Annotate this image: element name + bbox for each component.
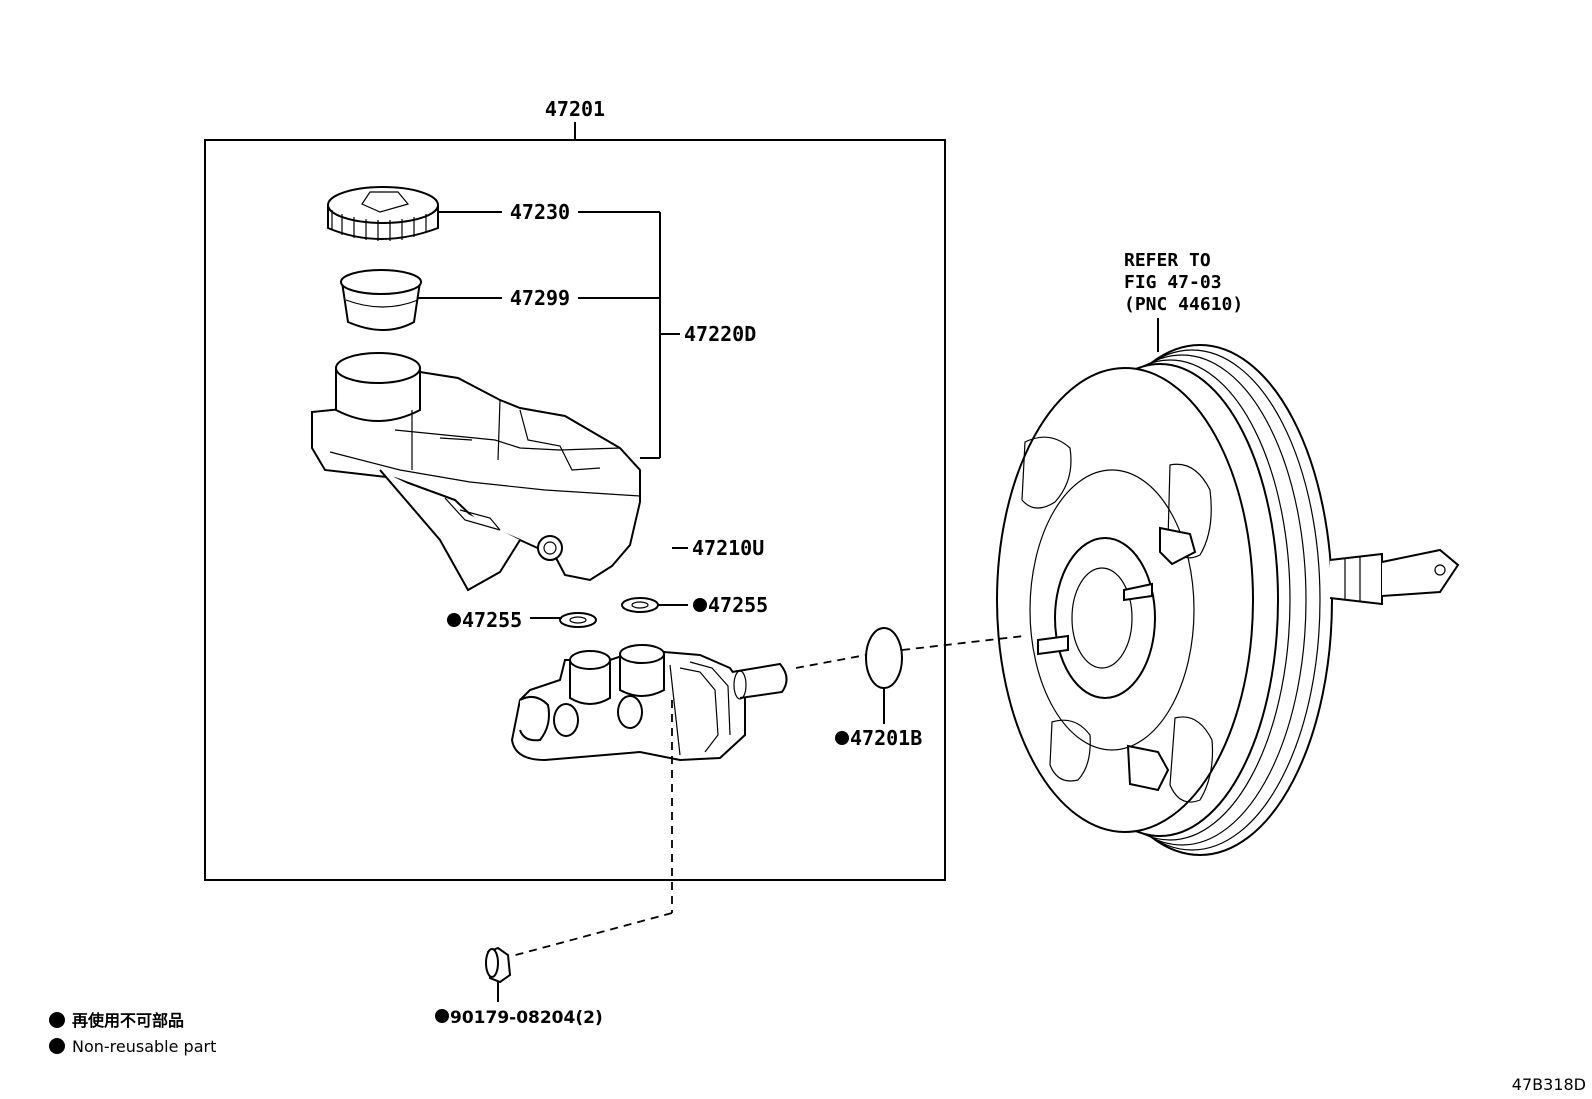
legend-marker xyxy=(49,1012,65,1028)
assembly-label: 47201 xyxy=(545,97,605,121)
legend-marker xyxy=(49,1038,65,1054)
non-reusable-marker xyxy=(435,1009,449,1023)
non-reusable-marker xyxy=(693,598,707,612)
label-47255-left: 47255 xyxy=(462,608,522,632)
grommet-left-drawing xyxy=(559,612,597,628)
label-47230: 47230 xyxy=(510,200,570,224)
label-47201b: 47201B xyxy=(850,726,922,750)
refer-line-2: FIG 47-03 xyxy=(1124,272,1222,293)
assembly-frame: 47201 xyxy=(204,97,946,881)
grommet-right-drawing xyxy=(621,597,659,613)
label-90179: 90179-08204(2) xyxy=(450,1008,603,1028)
o-ring-drawing xyxy=(865,627,903,689)
label-47299: 47299 xyxy=(510,286,570,310)
label-47210u: 47210U xyxy=(692,536,764,560)
master-cylinder-drawing xyxy=(510,644,788,762)
label-47255-right: 47255 xyxy=(708,593,768,617)
reservoir-tank-drawing xyxy=(311,352,641,592)
plug-drawing xyxy=(485,946,512,984)
non-reusable-marker xyxy=(447,613,461,627)
non-reusable-marker xyxy=(835,731,849,745)
label-47220d: 47220D xyxy=(684,322,756,346)
leader-lines xyxy=(418,211,1159,1002)
dashed-guides xyxy=(511,635,1025,957)
diagram-code: 47B318D xyxy=(1512,1075,1586,1094)
legend: 再使用不可部品 Non-reusable part xyxy=(49,1011,216,1056)
reservoir-cap-drawing xyxy=(327,186,439,241)
legend-en: Non-reusable part xyxy=(72,1037,216,1056)
legend-jp: 再使用不可部品 xyxy=(72,1011,184,1030)
reservoir-strainer-drawing xyxy=(340,269,422,331)
brake-booster-drawing xyxy=(996,344,1460,856)
refer-line-3: (PNC 44610) xyxy=(1124,294,1243,315)
pin-drawing xyxy=(646,544,690,564)
refer-line-1: REFER TO xyxy=(1124,250,1211,271)
